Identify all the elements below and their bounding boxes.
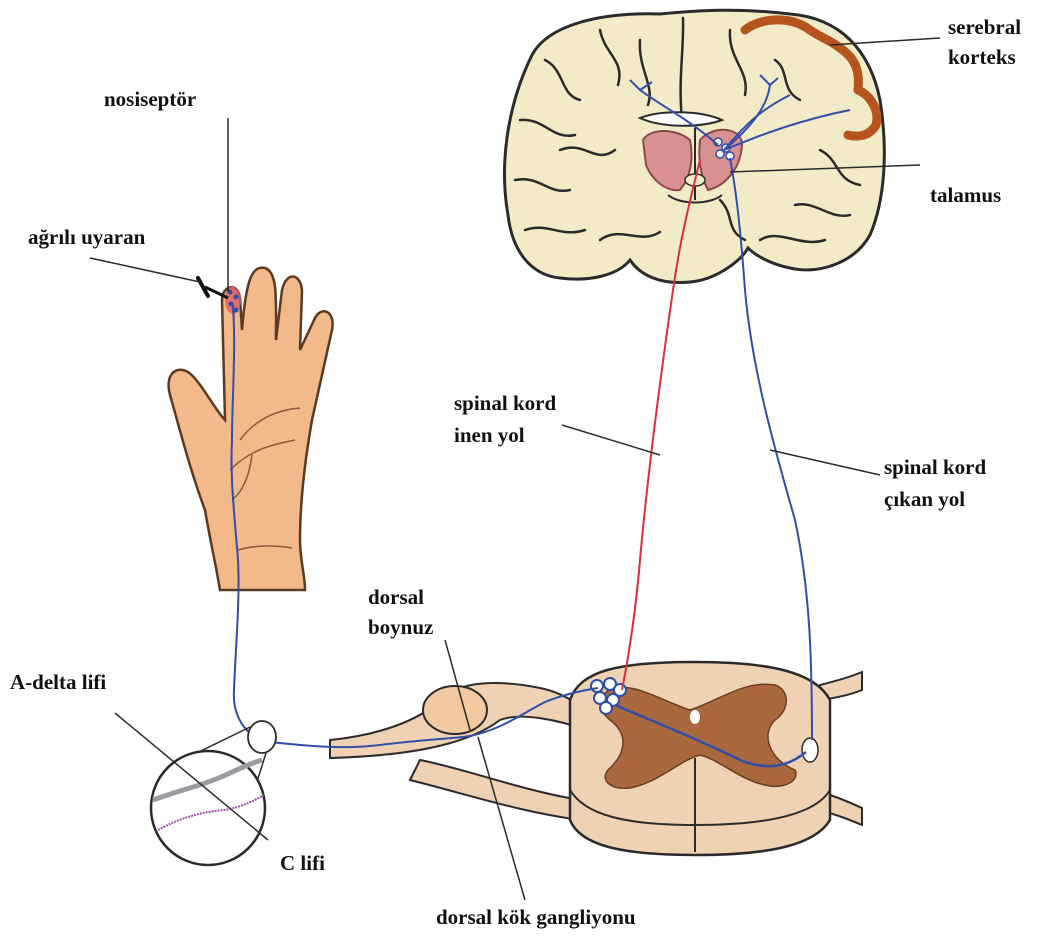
label-cerebral-cortex-line1: serebral bbox=[948, 12, 1021, 42]
fiber-magnifier bbox=[151, 721, 276, 865]
label-ascending-line2: çıkan yol bbox=[884, 484, 965, 514]
label-descending-line1: spinal kord bbox=[454, 388, 556, 418]
label-thalamus: talamus bbox=[930, 180, 1001, 210]
dorsal-root-ganglion bbox=[423, 686, 487, 734]
label-ascending-line1: spinal kord bbox=[884, 452, 986, 482]
label-painful-stimulus: ağrılı uyaran bbox=[28, 222, 145, 252]
label-dorsal-horn-line1: dorsal bbox=[368, 582, 424, 612]
label-cerebral-cortex-line2: korteks bbox=[948, 42, 1016, 72]
label-c-fiber: C lifi bbox=[280, 848, 325, 878]
ascending-tract-site bbox=[802, 738, 818, 762]
ventral-root bbox=[410, 760, 580, 820]
label-dorsal-horn-line2: boynuz bbox=[368, 612, 433, 642]
spinal-cord bbox=[330, 662, 862, 855]
brain-section bbox=[505, 10, 885, 282]
label-nociceptor: nosiseptör bbox=[104, 84, 196, 114]
hand bbox=[169, 268, 333, 590]
pin-icon bbox=[198, 278, 228, 298]
label-descending-line2: inen yol bbox=[454, 420, 525, 450]
label-dorsal-root-ganglion: dorsal kök gangliyonu bbox=[436, 902, 636, 932]
label-a-delta: A-delta lifi bbox=[10, 667, 106, 697]
